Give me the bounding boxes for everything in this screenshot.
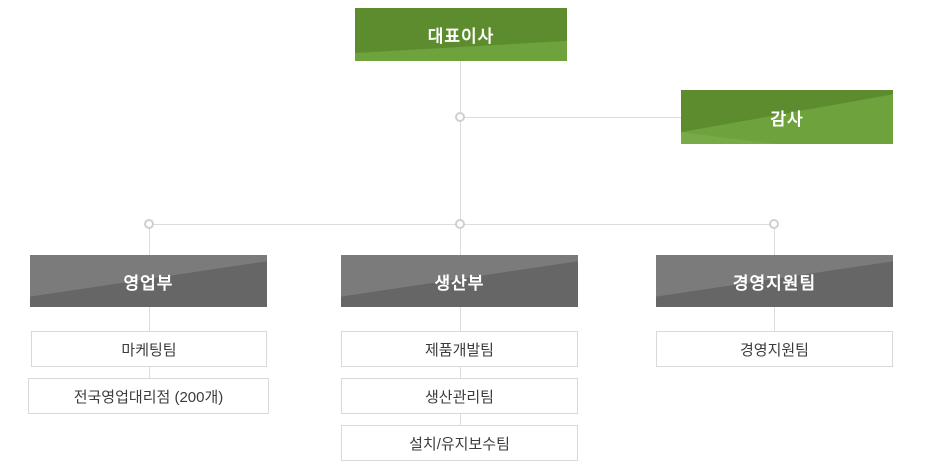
connector-dept3-stub	[774, 224, 775, 255]
node-dept-sales: 영업부	[30, 255, 267, 307]
node-dept-production: 생산부	[341, 255, 578, 307]
connector-dept3-child1	[774, 307, 775, 331]
node-team-product-dev: 제품개발팀	[341, 331, 578, 367]
connector-dept1-stub	[149, 224, 150, 255]
node-team-production-mgmt-label: 생산관리팀	[424, 388, 494, 406]
connector-dept2-child1	[460, 307, 461, 331]
node-ceo: 대표이사	[355, 8, 567, 61]
junction-ring-dept3	[769, 219, 779, 229]
node-team-marketing-label: 마케팅팀	[121, 341, 177, 359]
node-team-management-support: 경영지원팀	[656, 331, 893, 367]
connector-dept2-stub	[460, 224, 461, 255]
node-team-install-maintenance-label: 설치/유지보수팀	[409, 435, 510, 453]
node-dept-sales-label: 영업부	[123, 273, 174, 293]
node-ceo-label: 대표이사	[427, 27, 495, 46]
junction-ring-dept1	[144, 219, 154, 229]
node-auditor-label: 감사	[770, 109, 804, 129]
connector-auditor-horizontal	[461, 117, 681, 118]
connector-ceo-vertical	[460, 61, 461, 224]
node-dept-management: 경영지원팀	[656, 255, 893, 307]
connector-dept1-child2	[149, 367, 150, 378]
junction-ring-auditor	[455, 112, 465, 122]
connector-dept2-child2	[460, 367, 461, 378]
node-team-production-mgmt: 생산관리팀	[341, 378, 578, 414]
node-team-install-maintenance: 설치/유지보수팀	[341, 425, 578, 461]
node-team-agencies-label: 전국영업대리점 (200개)	[73, 388, 224, 406]
connector-dept2-child3	[460, 414, 461, 425]
node-team-agencies: 전국영업대리점 (200개)	[28, 378, 269, 414]
node-team-product-dev-label: 제품개발팀	[424, 341, 494, 359]
node-team-marketing: 마케팅팀	[31, 331, 267, 367]
node-auditor: 감사	[681, 90, 893, 144]
node-dept-production-label: 생산부	[434, 273, 485, 293]
node-dept-management-label: 경영지원팀	[732, 273, 817, 293]
junction-ring-dept2	[455, 219, 465, 229]
node-team-management-support-label: 경영지원팀	[739, 341, 809, 359]
connector-dept1-child1	[149, 307, 150, 331]
